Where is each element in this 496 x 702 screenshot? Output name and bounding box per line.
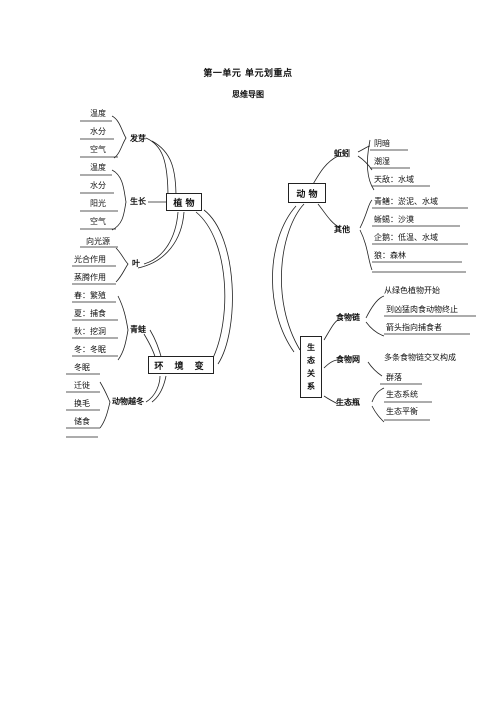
page-title: 第一单元 单元划重点 [203,69,293,79]
leaf-item-transpiration: 蒸腾作用 [74,273,106,282]
winter-item-hibernate: 冬眠 [74,363,90,372]
leaf-item-photosynthesis: 光合作用 [74,255,106,264]
ecology-char-3: 关 [307,368,315,378]
branch-food-web: 食物网 [336,355,360,364]
frog-item-autumn: 秋：挖洞 [74,327,106,336]
others-item-lizard: 蜥蜴：沙漠 [374,215,414,224]
food-web-item-community: 群落 [386,373,402,382]
growth-item-water: 水分 [90,181,106,190]
node-ecological-relationship: 生 态 关 系 [300,336,322,398]
branch-germination: 发芽 [130,134,146,143]
winter-item-molt: 换毛 [74,399,90,408]
germination-item-water: 水分 [90,127,106,136]
food-web-item-cross: 多条食物链交叉构成 [384,353,456,362]
node-animal: 动 物 [288,183,326,203]
branch-ecosystem-bottle: 生态瓶 [336,398,360,407]
others-item-wolf: 狼：森林 [374,251,406,260]
food-chain-item-end: 到凶猛肉食动物终止 [386,305,458,314]
branch-food-chain: 食物链 [336,313,360,322]
node-environment-change: 环 境 变 [148,356,214,374]
growth-item-air: 空气 [90,217,106,226]
food-chain-item-start: 从绿色植物开始 [384,286,440,295]
branch-earthworm: 蚯蚓 [334,149,350,158]
winter-item-migrate: 迁徙 [74,381,90,390]
branch-others: 其他 [334,225,350,234]
branch-animal-winter: 动物越冬 [112,397,144,406]
earthworm-item-enemy: 天敌：水域 [374,175,414,184]
frog-item-summer: 夏：捕食 [74,309,106,318]
ecology-char-2: 态 [307,355,315,365]
leaf-item-phototropism: 向光源 [86,237,110,246]
others-item-penguin: 企鹅：低温、水域 [374,233,438,242]
ecosystem-item-system: 生态系统 [386,390,418,399]
earthworm-item-dark: 阴暗 [374,139,390,148]
node-plant: 植 物 [166,193,202,211]
ecology-char-4: 系 [307,381,315,391]
ecosystem-item-balance: 生态平衡 [386,407,418,416]
frog-item-winter: 冬：冬眠 [74,345,106,354]
branch-leaf: 叶 [132,259,140,268]
others-item-eel: 青鳝：淤泥、水域 [374,197,438,206]
winter-item-store-food: 储食 [74,417,90,426]
earthworm-item-moist: 潮湿 [374,157,390,166]
frog-item-spring: 春：繁殖 [74,291,106,300]
germination-item-air: 空气 [90,145,106,154]
page-subtitle: 思维导图 [232,90,264,99]
branch-growth: 生长 [130,197,146,206]
growth-item-sunlight: 阳光 [90,199,106,208]
ecology-char-1: 生 [307,342,315,352]
branch-frog: 青蛙 [130,325,146,334]
growth-item-temperature: 温度 [90,163,106,172]
germination-item-temperature: 温度 [90,109,106,118]
food-chain-item-arrow: 箭头指向捕食者 [386,323,442,332]
